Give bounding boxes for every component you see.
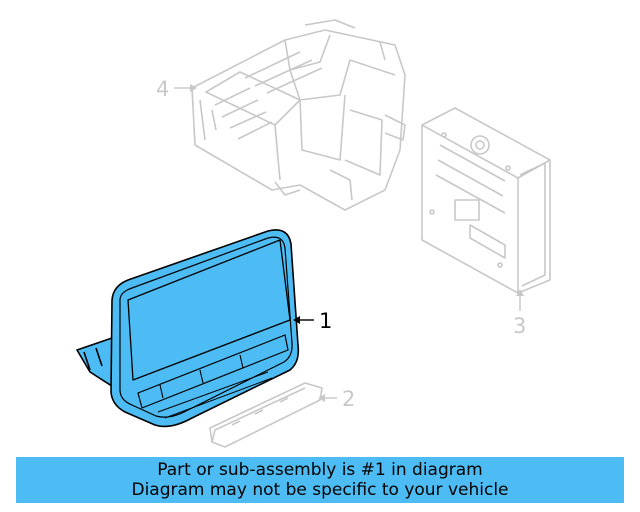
part-4-hvac-housing	[191, 19, 406, 211]
callout-1-label: 1	[319, 309, 332, 333]
part-3-control-module	[421, 107, 551, 294]
part-2-trim-bracket	[209, 382, 323, 448]
callout-2: 2	[318, 387, 355, 411]
info-banner: Part or sub-assembly is #1 in diagram Di…	[16, 457, 624, 503]
callout-4: 4	[156, 77, 197, 101]
callout-4-label: 4	[156, 77, 169, 101]
callout-3-label: 3	[513, 314, 526, 338]
parts-diagram: 4 3 2	[76, 19, 551, 448]
banner-line-2: Diagram may not be specific to your vehi…	[131, 480, 509, 500]
callout-1: 1	[293, 309, 332, 333]
part-1-display-unit[interactable]	[76, 229, 300, 428]
callout-2-label: 2	[342, 387, 355, 411]
banner-line-1: Part or sub-assembly is #1 in diagram	[157, 460, 483, 480]
callout-3: 3	[513, 289, 526, 338]
